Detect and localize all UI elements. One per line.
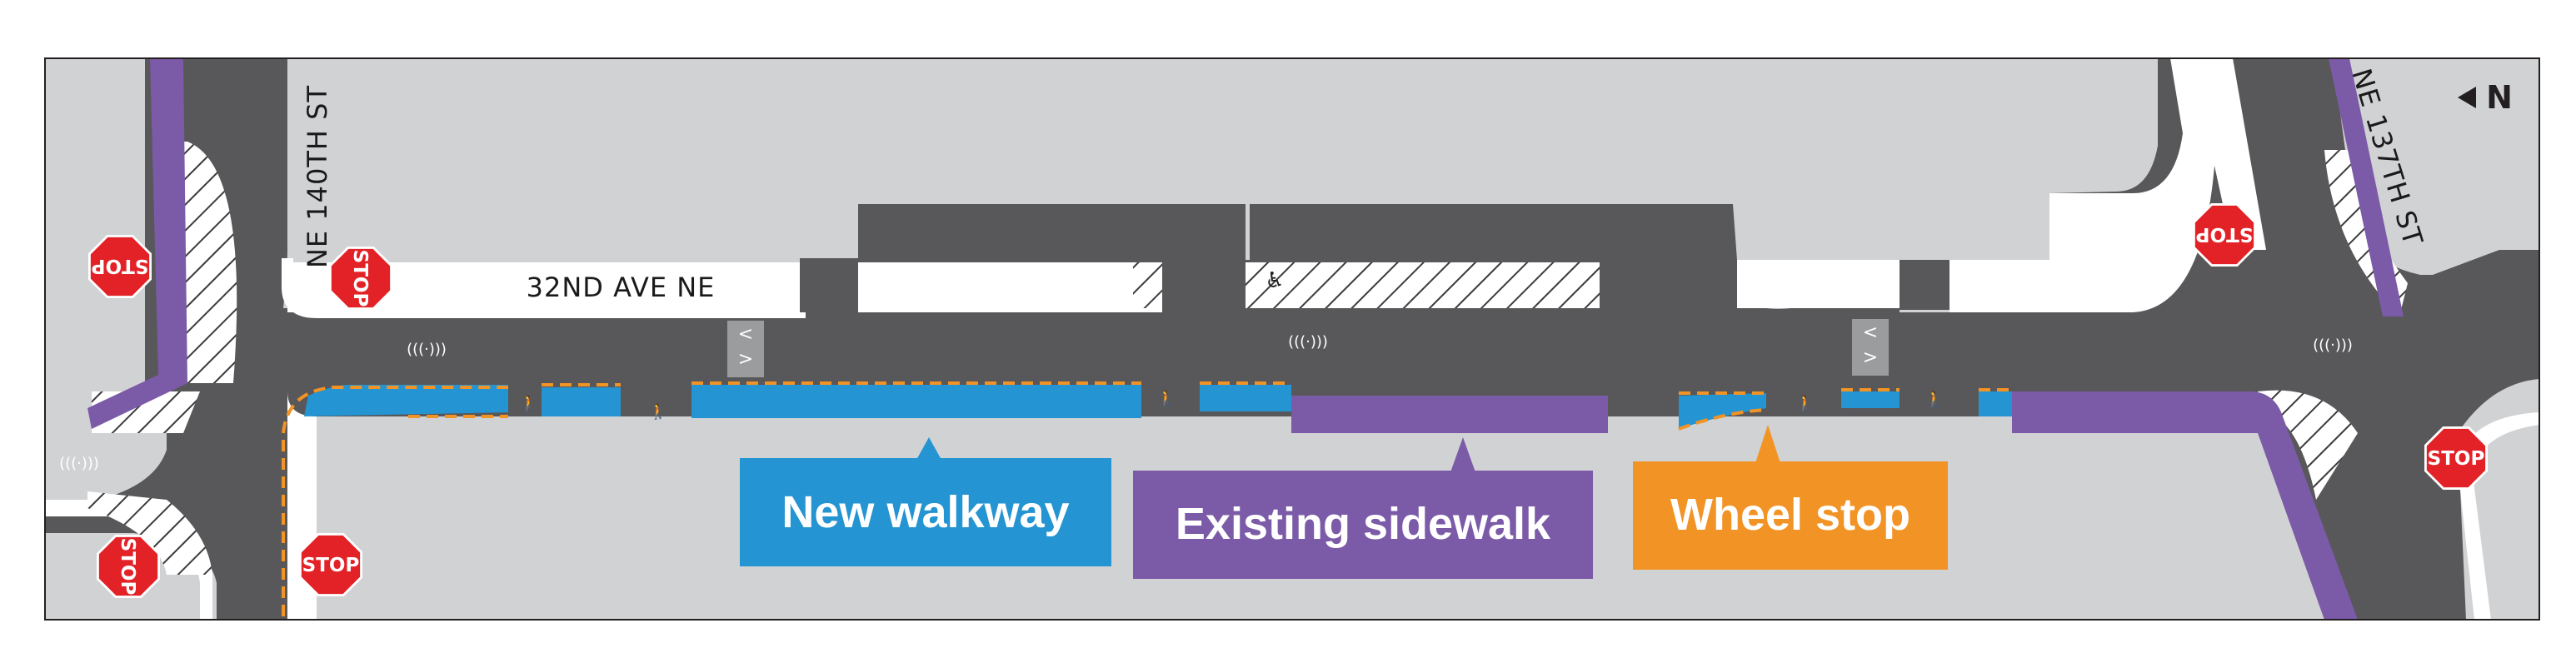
sidewalk-upper-mid (858, 262, 1162, 312)
north-label: N (2486, 79, 2513, 116)
building-1 (1162, 204, 1246, 279)
stop-sign-icon: STOP (2193, 203, 2256, 267)
legend-wheel-stop-label: Wheel stop (1670, 490, 1910, 540)
svg-text:STOP: STOP (302, 555, 360, 576)
new-walkway-segment-4 (1200, 385, 1291, 411)
upper-lot (283, 58, 2158, 312)
building-4 (1900, 260, 1949, 310)
svg-text:<: < (1863, 322, 1878, 343)
map-border (44, 57, 2540, 621)
pedestrian-icon: 🚶 (1796, 394, 1815, 412)
curb-upper-right (2191, 58, 2266, 250)
svg-text:STOP: STOP (2196, 223, 2254, 245)
traffic-sensor-icon: (((·))) (1288, 333, 1328, 351)
legend-wheel-stop: Wheel stop (1633, 425, 1948, 570)
existing-sidewalk-right (2012, 391, 2358, 620)
legend-existing-sidewalk: Existing sidewalk (1133, 437, 1593, 579)
svg-text:STOP: STOP (349, 250, 371, 307)
new-walkway-segment-6 (1841, 391, 1900, 408)
traffic-sensor-icon: (((·))) (407, 341, 447, 358)
stop-sign-icon: STOP (329, 247, 392, 310)
stop-sign-icon: STOP (88, 235, 152, 298)
sidewalk-upper-right-corner (1949, 58, 2216, 312)
svg-text:>: > (738, 349, 753, 370)
wheel-stop-lines (282, 381, 2012, 616)
stop-sign-icon: STOP (97, 535, 160, 598)
north-arrow-icon: N (2458, 79, 2513, 116)
upper-left-lot (45, 58, 145, 391)
existing-sidewalk-middle (1291, 396, 1608, 433)
legend-new-walkway-label: New walkway (781, 487, 1069, 537)
traffic-sensor-icon: (((·))) (2313, 336, 2353, 354)
speed-bump-icon: < > (1852, 319, 1889, 376)
building-2 (1600, 204, 1733, 279)
sidewalk-upper-right (1737, 260, 1900, 308)
svg-text:STOP: STOP (92, 255, 149, 277)
pedestrian-icon: 🚶 (1925, 390, 1944, 408)
building-3 (800, 262, 858, 312)
svg-text:>: > (1863, 347, 1878, 368)
svg-text:STOP: STOP (2428, 448, 2485, 470)
pedestrian-icon: 🚶 (649, 402, 667, 421)
hatched-area-bottom-left (87, 491, 212, 575)
accessible-parking-icon: ♿ (1265, 268, 1284, 293)
hatched-area-left (1133, 262, 1162, 308)
new-walkway-segment-7 (1979, 391, 2012, 416)
legend-existing-sidewalk-label: Existing sidewalk (1176, 499, 1551, 549)
new-walkway-segment-1 (304, 385, 508, 416)
existing-sidewalk-left (87, 58, 187, 429)
new-walkway-segment-5 (1679, 393, 1766, 429)
stop-sign-icon: STOP (2424, 426, 2488, 490)
street-label-left: NE 140TH ST (302, 85, 333, 268)
legend-new-walkway: New walkway (740, 437, 1111, 566)
stop-sign-icon: STOP (299, 533, 362, 596)
new-walkway-segment-3 (691, 385, 1141, 418)
curb-lower-right (2458, 412, 2539, 620)
new-walkway-segment-2 (542, 387, 621, 416)
street-label-main: 32ND AVE NE (527, 272, 716, 303)
pedestrian-icon: 🚶 (1157, 389, 1176, 407)
hatched-parking-area (1246, 262, 1600, 308)
svg-text:<: < (738, 324, 753, 345)
svg-text:STOP: STOP (117, 538, 138, 596)
pedestrian-icon: 🚶 (520, 394, 538, 412)
speed-bump-icon: < > (727, 321, 764, 377)
existing-sidewalk-upper-right (2329, 58, 2404, 317)
traffic-sensor-icon: (((·))) (59, 455, 99, 472)
